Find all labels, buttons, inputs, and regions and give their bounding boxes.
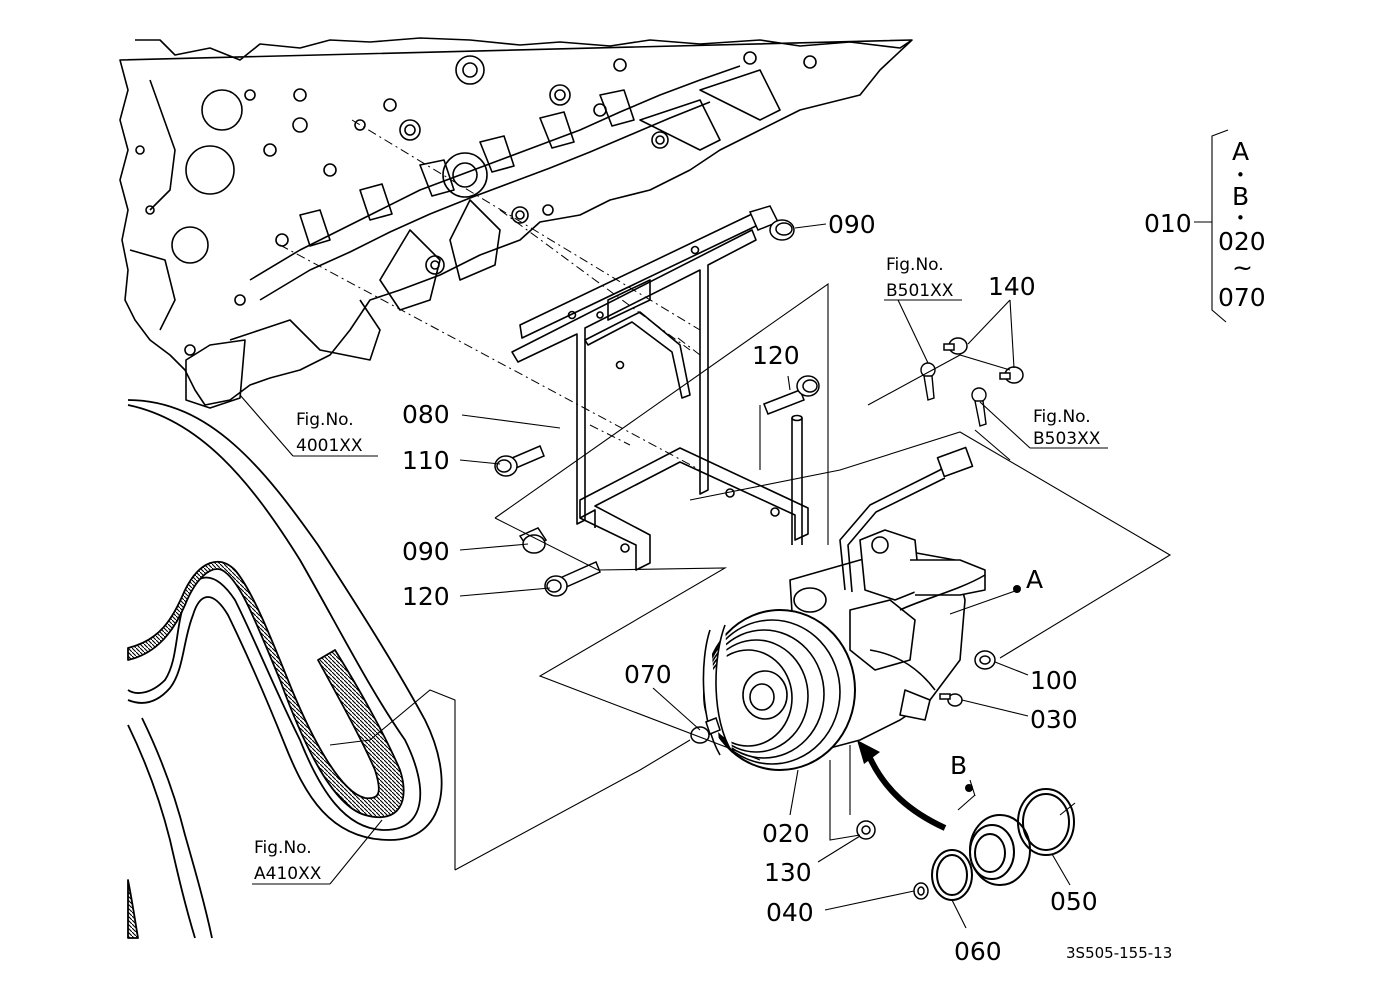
- label-point-a: A: [1026, 565, 1043, 594]
- label-050: 050: [1050, 887, 1098, 916]
- fig-ref-belt-prefix: Fig.No.: [254, 838, 312, 858]
- assembly-dot-1: •: [1236, 166, 1245, 184]
- point-a-marker: [1013, 585, 1021, 593]
- ac-compressor: [702, 446, 986, 771]
- assembly-range-end: 070: [1218, 283, 1266, 312]
- washer-040: [913, 882, 929, 900]
- install-arrow: [857, 740, 947, 831]
- drive-belt: [127, 399, 443, 939]
- label-point-b: B: [950, 751, 967, 780]
- leader-lines: [239, 129, 1229, 929]
- label-120-left: 120: [402, 582, 450, 611]
- support-rod: [791, 414, 803, 545]
- label-100: 100: [1030, 666, 1078, 695]
- label-070: 070: [624, 660, 672, 689]
- bolt-120-left: [544, 560, 601, 597]
- center-lines: [279, 119, 701, 471]
- label-060: 060: [954, 937, 1002, 966]
- label-090-top: 090: [828, 210, 876, 239]
- nut-100: [974, 650, 996, 670]
- fig-ref-engine-number: 4001XX: [296, 436, 363, 456]
- fig-ref-bracket-number: B501XX: [886, 281, 954, 301]
- diagram-code: 3S505-155-13: [1066, 944, 1172, 962]
- label-130: 130: [764, 858, 812, 887]
- bolt-140-b: [999, 366, 1024, 384]
- bearing: [969, 814, 1031, 886]
- label-030: 030: [1030, 705, 1078, 734]
- bolt-090-mid: [518, 527, 548, 554]
- fig-ref-bracket-prefix: Fig.No.: [886, 255, 944, 275]
- point-b-marker: [965, 784, 973, 792]
- fig-ref-belt-number: A410XX: [254, 864, 322, 884]
- assembly-range-start: 020: [1218, 227, 1266, 256]
- terminal-b503: [971, 387, 987, 427]
- label-020: 020: [762, 819, 810, 848]
- bolt-030: [939, 693, 963, 707]
- terminal-b501: [920, 362, 936, 401]
- fig-ref-connector-number: B503XX: [1033, 429, 1101, 449]
- label-140: 140: [988, 272, 1036, 301]
- label-080: 080: [402, 400, 450, 429]
- snap-ring-060: [931, 849, 973, 901]
- mounting-bracket: [511, 213, 757, 525]
- grouping-lines: [329, 282, 1172, 871]
- bolt-090-top: [748, 205, 795, 241]
- u-bracket: [579, 447, 809, 571]
- assembly-dot-2: •: [1236, 209, 1245, 227]
- snap-ring-050: [1017, 788, 1075, 856]
- bolt-110: [494, 445, 545, 477]
- assembly-b: B: [1232, 182, 1249, 211]
- label-090-mid: 090: [402, 537, 450, 566]
- label-120-right: 120: [752, 341, 800, 370]
- label-040: 040: [766, 898, 814, 927]
- engine-block: [119, 37, 913, 409]
- bolt-120-right: [763, 375, 820, 415]
- label-110: 110: [402, 446, 450, 475]
- nut-130: [856, 820, 876, 840]
- bolt-140-a: [943, 337, 968, 355]
- assembly-range-symbol: ~: [1232, 253, 1253, 282]
- fig-ref-connector-prefix: Fig.No.: [1033, 407, 1091, 427]
- fig-ref-engine-prefix: Fig.No.: [296, 410, 354, 430]
- assembly-a: A: [1232, 137, 1249, 166]
- assembly-main-number: 010: [1144, 209, 1192, 238]
